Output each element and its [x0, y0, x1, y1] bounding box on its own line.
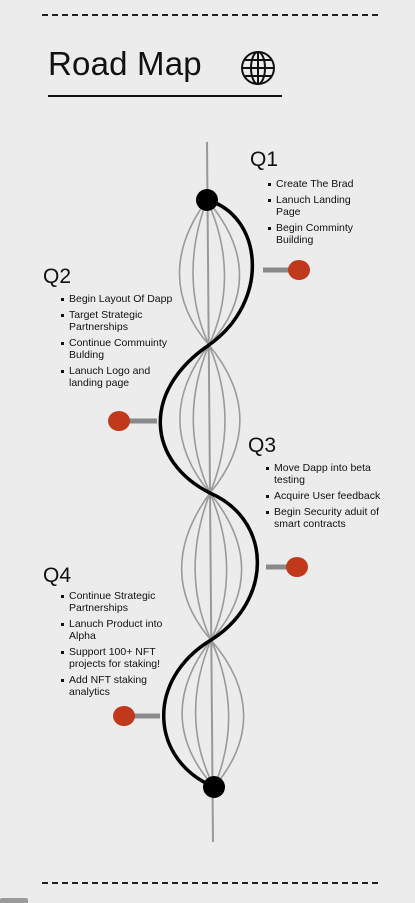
helix-pattern	[178, 199, 245, 788]
globe-icon	[241, 51, 275, 85]
q3-item: Move Dapp into beta testing	[266, 462, 386, 486]
q4-item: Lanuch Product into Alpha	[61, 618, 176, 642]
q4-item: Support 100+ NFT projects for staking!	[61, 646, 176, 670]
q2-item: Begin Layout Of Dapp	[61, 293, 181, 305]
page-title: Road Map	[48, 45, 202, 82]
q3-list: Move Dapp into beta testing Acquire User…	[266, 462, 386, 534]
milestone-dot-q2	[108, 411, 130, 431]
q1-item: Begin Comminty Building	[268, 222, 378, 246]
q4-item: Continue Strategic Partnerships	[61, 590, 176, 614]
q1-list: Create The Brad Lanuch Landing Page Begi…	[268, 178, 378, 250]
milestone-dots	[108, 260, 310, 726]
q2-heading: Q2	[43, 265, 72, 288]
q2-item: Continue Commuinty Bulding	[61, 337, 181, 361]
title-underline	[48, 95, 282, 97]
milestone-dot-q4	[113, 706, 135, 726]
q4-item: Add NFT staking analytics	[61, 674, 176, 698]
q3-item: Begin Security aduit of smart contracts	[266, 506, 386, 530]
roadmap-path	[158, 198, 259, 789]
path-end-node	[203, 776, 225, 798]
milestone-dot-q3	[286, 557, 308, 577]
bottom-dashed-divider	[42, 882, 378, 884]
path-start-node	[196, 189, 218, 211]
corner-scroll-tab[interactable]	[0, 898, 28, 903]
q1-item: Lanuch Landing Page	[268, 194, 378, 218]
milestone-dot-q1	[288, 260, 310, 280]
q4-heading: Q4	[43, 564, 72, 587]
q2-item: Target Strategic Partnerships	[61, 309, 181, 333]
q1-item: Create The Brad	[268, 178, 378, 190]
top-dashed-divider	[42, 14, 378, 16]
q2-item: Lanuch Logo and landing page	[61, 365, 181, 389]
q1-heading: Q1	[250, 148, 279, 171]
q3-heading: Q3	[248, 434, 277, 457]
q3-item: Acquire User feedback	[266, 490, 386, 502]
q2-list: Begin Layout Of Dapp Target Strategic Pa…	[61, 293, 181, 393]
q4-list: Continue Strategic Partnerships Lanuch P…	[61, 590, 176, 702]
